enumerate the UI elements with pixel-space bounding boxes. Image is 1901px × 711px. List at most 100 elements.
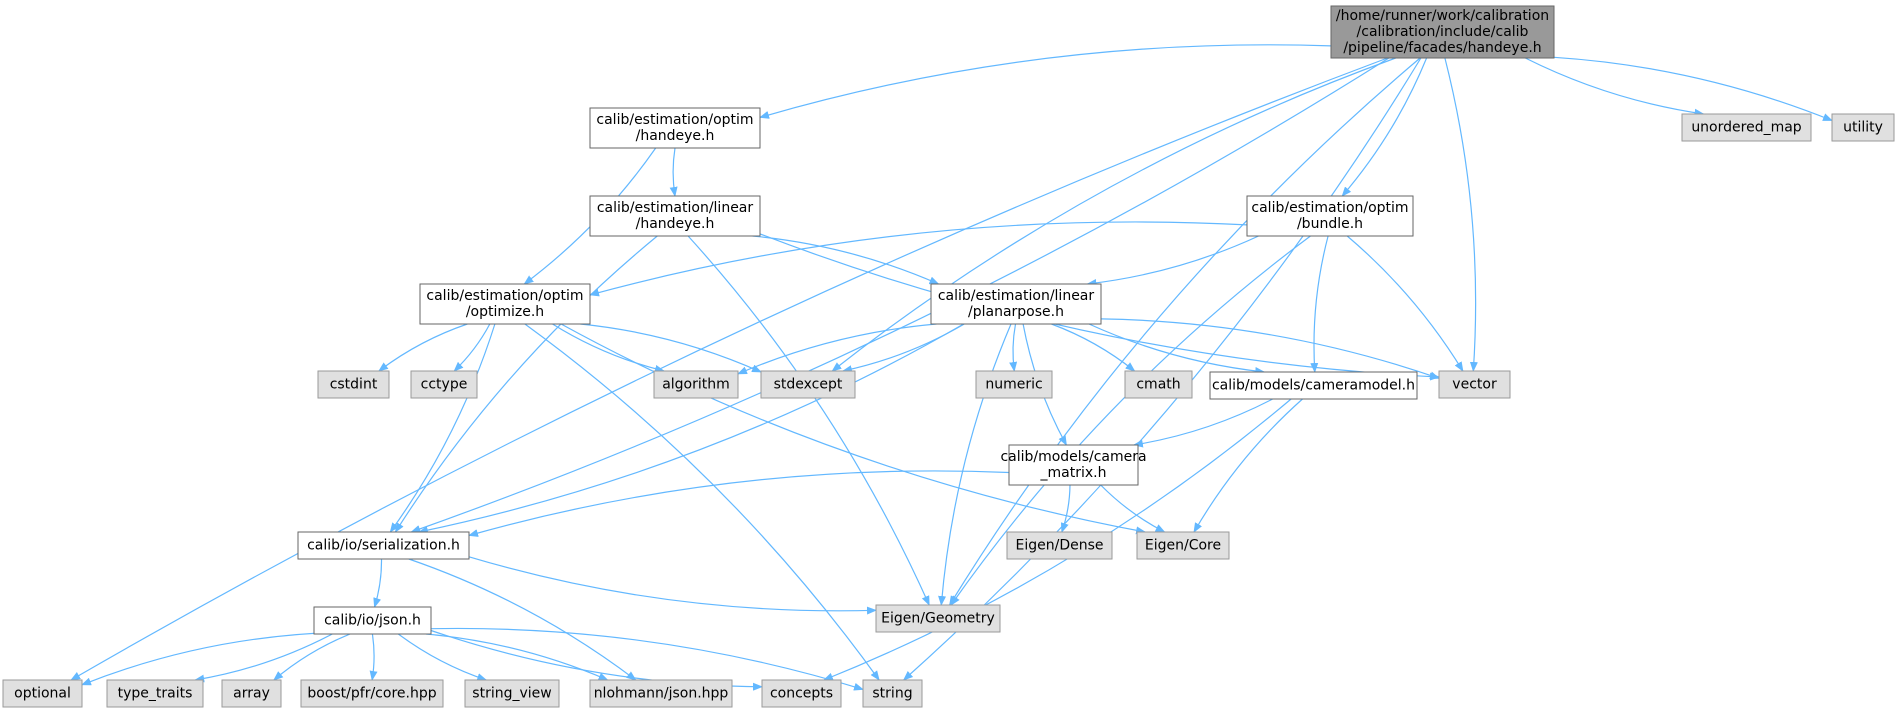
node-label: stdexcept bbox=[774, 377, 843, 393]
node-label: nlohmann/json.hpp bbox=[594, 686, 729, 702]
edge-handeye_facade-to-stdexcept bbox=[831, 57, 1396, 372]
node-eigen-geometry: Eigen/Geometry bbox=[875, 604, 1001, 633]
node-optim-handeye[interactable]: calib/estimation/optim/handeye.h bbox=[589, 107, 761, 149]
node-cameramodel[interactable]: calib/models/cameramodel.h bbox=[1209, 371, 1418, 400]
edge-linear_planarpose-to-algorithm bbox=[737, 323, 937, 375]
node-concepts: concepts bbox=[761, 679, 842, 708]
edge-optim_handeye-to-linear_handeye bbox=[669, 147, 678, 197]
node-box bbox=[760, 370, 856, 399]
node-optional: optional bbox=[2, 679, 83, 708]
edge-handeye_facade-to-optim_bundle bbox=[1341, 57, 1428, 197]
edge-optim_optimize-to-eigen_core bbox=[560, 323, 1147, 535]
edge-cameramodel-to-eigen_core bbox=[1193, 398, 1303, 533]
edge-linear_planarpose-to-numeric bbox=[1009, 323, 1018, 372]
node-box bbox=[297, 531, 470, 560]
node-label: /pipeline/facades/handeye.h bbox=[1343, 40, 1541, 56]
edge-handeye_facade-to-serialization bbox=[410, 57, 1390, 533]
node-eigen-core: Eigen/Core bbox=[1136, 531, 1230, 560]
node-handeye-facade[interactable]: /home/runner/work/calibration/calibratio… bbox=[1330, 5, 1555, 59]
node-label: cctype bbox=[421, 377, 468, 393]
node-label: _matrix.h bbox=[1040, 465, 1107, 481]
edge-optim_optimize-to-stdexcept bbox=[580, 323, 762, 373]
node-label: /bundle.h bbox=[1297, 216, 1363, 232]
node-label: concepts bbox=[770, 686, 833, 702]
node-label: string bbox=[872, 686, 912, 702]
edge-linear_planarpose-to-vector bbox=[1100, 318, 1440, 380]
node-label: calib/estimation/linear bbox=[938, 288, 1095, 304]
node-label: cmath bbox=[1136, 377, 1180, 393]
node-box bbox=[1681, 113, 1812, 142]
node-optim-bundle[interactable]: calib/estimation/optim/bundle.h bbox=[1246, 195, 1414, 237]
edge-optim_optimize-to-cctype bbox=[453, 323, 491, 372]
node-label: Eigen/Geometry bbox=[881, 611, 995, 627]
edge-json_h-to-type_traits bbox=[194, 633, 333, 683]
node-json-h[interactable]: calib/io/json.h bbox=[313, 606, 432, 635]
node-box bbox=[410, 370, 478, 399]
node-box bbox=[1008, 444, 1139, 486]
node-label: string_view bbox=[472, 686, 551, 702]
node-label: array bbox=[233, 686, 270, 702]
node-box bbox=[464, 679, 560, 708]
node-label: calib/estimation/optim bbox=[596, 112, 753, 128]
node-box bbox=[589, 195, 761, 237]
edge-camera_matrix-to-serialization bbox=[468, 470, 1010, 537]
node-label: utility bbox=[1843, 120, 1883, 136]
edge-handeye_facade-to-optional bbox=[70, 57, 1388, 681]
node-unordered-map: unordered_map bbox=[1681, 113, 1812, 142]
node-box bbox=[106, 679, 204, 708]
node-box bbox=[221, 679, 282, 708]
node-eigen-dense: Eigen/Dense bbox=[1006, 531, 1113, 560]
node-label: /handeye.h bbox=[636, 128, 715, 144]
edge-optim_bundle-to-optim_optimize bbox=[589, 221, 1248, 297]
node-box bbox=[862, 679, 923, 708]
node-box bbox=[1438, 370, 1511, 399]
node-box bbox=[975, 370, 1053, 399]
node-box bbox=[313, 606, 432, 635]
edge-optim_optimize-to-algorithm bbox=[552, 323, 665, 373]
edge-optim_optimize-to-string bbox=[524, 323, 880, 681]
node-label: calib/estimation/optim bbox=[426, 288, 583, 304]
node-label: unordered_map bbox=[1691, 120, 1801, 136]
node-stdexcept: stdexcept bbox=[760, 370, 856, 399]
node-label: optional bbox=[14, 686, 71, 702]
node-box bbox=[419, 283, 591, 325]
node-label: calib/estimation/linear bbox=[597, 200, 754, 216]
edge-handeye_facade-to-eigen_geometry bbox=[949, 57, 1421, 606]
edge-serialization-to-json_h bbox=[373, 558, 383, 608]
edge-optim_bundle-to-cameramodel bbox=[1310, 235, 1329, 373]
edge-camera_matrix-to-eigen_core bbox=[1100, 484, 1166, 533]
edge-camera_matrix-to-eigen_dense bbox=[1060, 484, 1071, 533]
node-label: /planarpose.h bbox=[968, 304, 1064, 320]
edge-linear_handeye-to-serialization bbox=[394, 235, 658, 533]
node-label: calib/models/cameramodel.h bbox=[1212, 378, 1415, 394]
node-camera-matrix[interactable]: calib/models/camera_matrix.h bbox=[1000, 444, 1147, 486]
node-cstdint: cstdint bbox=[317, 370, 390, 399]
edge-handeye_facade-to-utility bbox=[1553, 56, 1833, 122]
node-label: Eigen/Dense bbox=[1016, 538, 1104, 554]
node-label: Eigen/Core bbox=[1145, 538, 1221, 554]
edge-linear_planarpose-to-cmath bbox=[1051, 323, 1136, 372]
edge-handeye_facade-to-optim_handeye bbox=[759, 44, 1332, 119]
edge-json_h-to-boost_pfr bbox=[369, 633, 378, 681]
node-label: type_traits bbox=[118, 686, 193, 702]
node-linear-handeye[interactable]: calib/estimation/linear/handeye.h bbox=[589, 195, 761, 237]
edge-linear_planarpose-to-cameramodel bbox=[1088, 323, 1266, 375]
edge-serialization-to-nlohmann_json bbox=[408, 558, 637, 681]
node-label: /home/runner/work/calibration bbox=[1336, 8, 1549, 24]
node-optim-optimize[interactable]: calib/estimation/optim/optimize.h bbox=[419, 283, 591, 325]
node-label: boost/pfr/core.hpp bbox=[307, 686, 436, 702]
node-vector: vector bbox=[1438, 370, 1511, 399]
node-box bbox=[1330, 5, 1555, 59]
node-string: string bbox=[862, 679, 923, 708]
node-linear-planarpose[interactable]: calib/estimation/linear/planarpose.h bbox=[930, 283, 1102, 325]
edge-linear_planarpose-to-eigen_geometry bbox=[938, 323, 1012, 606]
node-serialization[interactable]: calib/io/serialization.h bbox=[297, 531, 470, 560]
edge-optim_bundle-to-vector bbox=[1346, 235, 1464, 372]
node-label: calib/io/serialization.h bbox=[307, 538, 460, 554]
node-numeric: numeric bbox=[975, 370, 1053, 399]
edge-handeye_facade-to-string bbox=[902, 57, 1422, 681]
edges-layer bbox=[70, 44, 1833, 691]
node-label: /calibration/include/calib bbox=[1357, 24, 1529, 40]
node-box bbox=[1006, 531, 1113, 560]
